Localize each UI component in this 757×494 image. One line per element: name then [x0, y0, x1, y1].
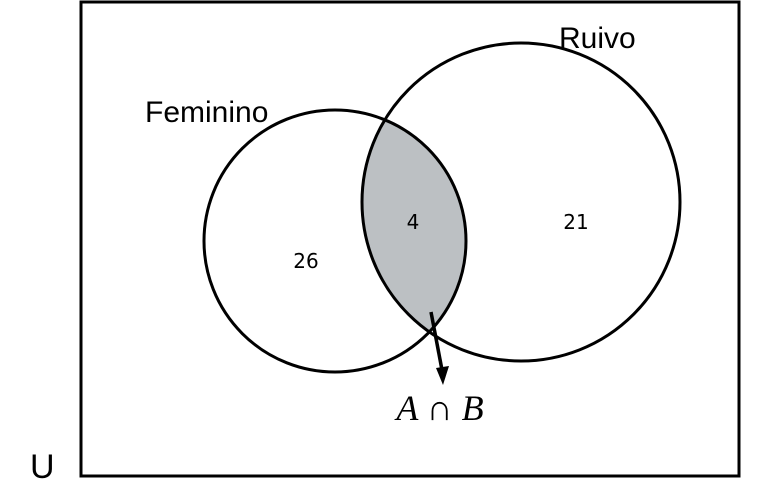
- universe-rectangle: [79, 0, 741, 478]
- region-intersection-count: 4: [407, 210, 420, 234]
- region-only-a-count: 26: [293, 249, 318, 273]
- callout-arrow-head: [436, 366, 449, 385]
- callout-arrow-line: [429, 311, 444, 371]
- intersection-callout-label: A ∩ B: [394, 388, 483, 428]
- set-a-circle: [202, 108, 468, 374]
- set-b-label: Ruivo: [559, 22, 636, 55]
- set-a-label: Feminino: [145, 96, 268, 129]
- set-b-circle: [360, 41, 682, 363]
- intersection-region: [362, 110, 466, 361]
- region-only-b-count: 21: [563, 210, 588, 234]
- universe-label: U: [30, 448, 55, 486]
